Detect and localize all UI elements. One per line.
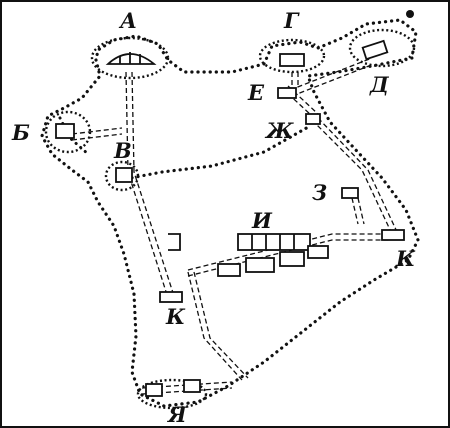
g-building <box>279 53 305 67</box>
label-b: Б <box>11 120 30 145</box>
label-a: А <box>118 8 137 33</box>
label-ya: Я <box>166 402 188 426</box>
d-building <box>361 39 389 61</box>
ya-building-right <box>183 379 201 393</box>
label-i: И <box>251 208 273 233</box>
ya-building-left <box>145 383 163 397</box>
roads <box>71 57 399 395</box>
k-left-building <box>159 291 183 303</box>
territory-boundary <box>40 18 420 408</box>
buildings <box>55 39 405 397</box>
a-building <box>105 53 157 65</box>
e-building <box>277 87 297 99</box>
small-structure <box>168 233 181 251</box>
label-k-right: К <box>395 246 416 271</box>
zh-building <box>305 113 321 125</box>
label-zh: Ж <box>264 118 294 143</box>
b-building <box>55 123 75 139</box>
settlement-clusters <box>44 28 416 410</box>
label-v: В <box>113 138 132 163</box>
label-g: Г <box>283 8 300 33</box>
label-d: Д <box>369 72 390 97</box>
north-marker <box>406 10 414 18</box>
inner-boundary <box>118 124 312 182</box>
i-complex <box>217 233 329 277</box>
v-building <box>115 167 133 183</box>
label-e: Е <box>247 80 265 105</box>
label-k-left: К <box>165 304 186 329</box>
label-z: З <box>312 180 327 205</box>
z-building <box>341 187 359 199</box>
k-right-building <box>381 229 405 241</box>
